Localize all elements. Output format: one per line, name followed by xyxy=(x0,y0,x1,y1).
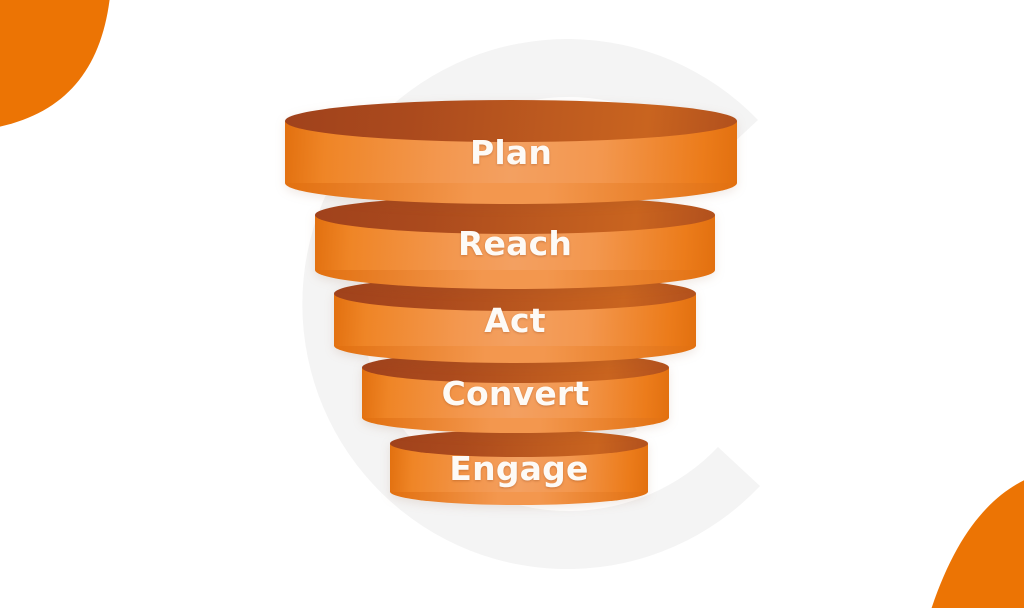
stage-top-ellipse xyxy=(390,430,648,457)
stage-label: Plan xyxy=(469,133,553,172)
stage-top-ellipse xyxy=(285,100,737,142)
funnel-stage-engage[interactable]: Engage xyxy=(390,430,648,505)
stage-label: Engage xyxy=(449,448,589,488)
stage-label: Reach xyxy=(457,224,573,263)
funnel-stage-plan[interactable]: Plan xyxy=(285,100,737,204)
watermark-ring-outer-icon xyxy=(302,39,760,570)
funnel-stage-convert[interactable]: Convert xyxy=(362,352,669,433)
stage-label: Convert xyxy=(441,373,590,413)
funnel-stage-reach[interactable]: Reach xyxy=(315,196,715,289)
corner-blob-bottom-right-icon xyxy=(931,480,1024,608)
corner-blob-top-left-icon xyxy=(0,0,110,127)
funnel-stage-act[interactable]: Act xyxy=(334,276,696,363)
stage-label: Act xyxy=(484,300,546,340)
